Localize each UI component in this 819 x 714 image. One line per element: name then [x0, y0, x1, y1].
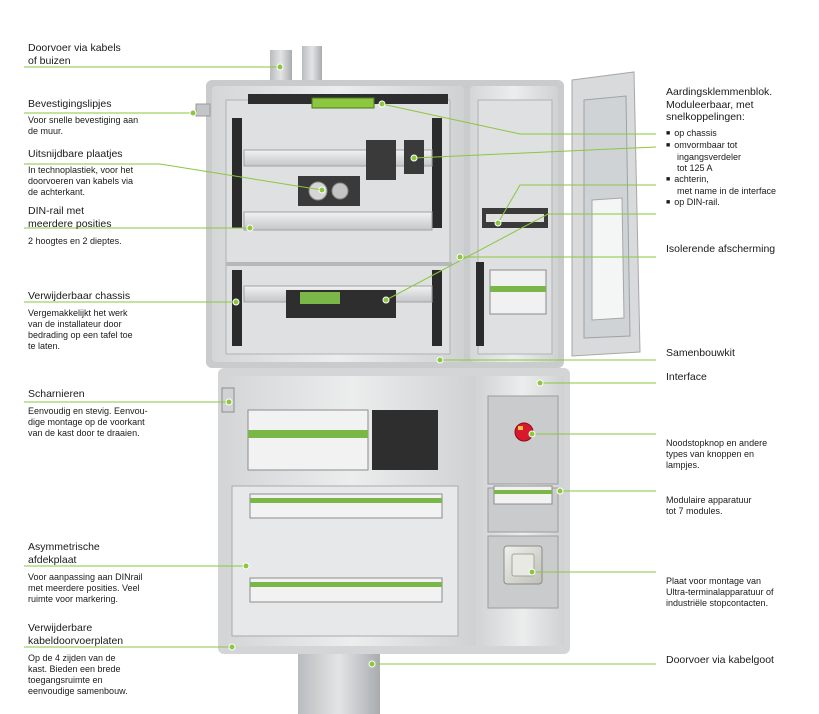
knockout-plate: [298, 176, 360, 206]
kabeldoorvoer-desc1: Op de 4 zijden van de: [28, 653, 116, 663]
noodstop-line3: lampjes.: [666, 460, 700, 470]
aarding-title3: snelkoppelingen:: [666, 111, 745, 123]
din-rail-desc1: 2 hoogtes en 2 dieptes.: [28, 236, 122, 246]
label-interface: Interface: [666, 371, 707, 383]
label-doorvoer-kabels-line2: of buizen: [28, 54, 71, 67]
breakers-row-bottom: [249, 577, 443, 603]
modulaire-line2: tot 7 modules.: [666, 506, 723, 516]
bottom-trunking: [298, 645, 380, 714]
aarding-item-achterin-2: met name in de interface: [677, 185, 777, 196]
breakers-row-mid: [249, 493, 443, 519]
bevestigingslipjes-desc2: de muur.: [28, 125, 64, 136]
label-kabelgoot: Doorvoer via kabelgoot: [666, 654, 774, 666]
kabeldoorvoer-desc3: toegangsruimte en: [28, 675, 103, 685]
leader-lines: [24, 66, 657, 665]
scharnieren-title: Scharnieren: [28, 388, 85, 400]
aarding-item-achterin: achterin,: [666, 174, 776, 186]
asym-desc3: ruimte voor markering.: [28, 594, 119, 604]
bevestigingslipjes-desc1: Voor snelle bevestiging aan: [28, 114, 139, 125]
label-doorvoer-kabels-line1: Doorvoer via kabels: [28, 42, 121, 54]
asym-title1: Asymmetrische: [28, 541, 100, 553]
kabeldoorvoer-title2: kabeldoorvoerplaten: [28, 634, 124, 647]
label-isolerende: Isolerende afscherming: [666, 243, 776, 255]
leader-dots: [189, 63, 564, 668]
label-samenbouwkit: Samenbouwkit: [666, 347, 735, 359]
chassis-desc2: van de installateur door: [28, 318, 122, 329]
label-kabeldoorvoer: Verwijderbare kabeldoorvoerplaten Op de …: [28, 622, 128, 697]
plaat-line1: Plaat voor montage van: [666, 576, 762, 586]
label-uitsnijdbare: Uitsnijdbare plaatjes In technoplastiek,…: [28, 148, 133, 198]
kabeldoorvoer-title1: Verwijderbare: [28, 622, 93, 634]
asym-title2: afdekplaat: [28, 553, 77, 566]
label-aarding: Aardingsklemmenblok. Moduleerbaar, met s…: [666, 86, 776, 209]
chassis-desc3: bedrading op een tafel toe: [28, 329, 133, 340]
din-rail-title2: meerdere posities: [28, 217, 112, 230]
chassis-desc4: te laten.: [28, 340, 61, 351]
label-scharnieren: Scharnieren Eenvoudig en stevig. Eenvou-…: [28, 388, 148, 439]
label-plaat: Plaat voor montage van Ultra-terminalapp…: [666, 576, 774, 609]
kabeldoorvoer-desc4: eenvoudige samenbouw.: [28, 686, 128, 696]
modular-devices: [493, 485, 553, 505]
modulaire-line1: Modulaire apparatuur: [666, 495, 752, 505]
uitsnijdbare-title: Uitsnijdbare plaatjes: [28, 148, 123, 160]
breakers-upper-right: [489, 269, 547, 315]
aarding-item-chassis: op chassis: [666, 128, 776, 140]
label-chassis: Verwijderbaar chassis Vergemakkelijkt he…: [28, 290, 133, 352]
aarding-item-omvormbaar-2: ingangsverdeler: [677, 151, 742, 162]
aarding-item-omvormbaar: omvormbaar tot: [666, 140, 776, 152]
asym-desc2: met meerdere posities. Veel: [28, 583, 140, 593]
asym-desc1: Voor aanpassing aan DINrail: [28, 572, 143, 582]
noodstop-line2: types van knoppen en: [666, 449, 755, 459]
noodstop-line1: Noodstopknop en andere: [666, 438, 768, 448]
aarding-list: op chassis omvormbaar tot ingangsverdele…: [666, 128, 776, 209]
uitsnijdbare-desc3: de achterkant.: [28, 186, 86, 197]
bevestigingslipjes-title: Bevestigingslipjes: [28, 98, 112, 110]
scharnieren-desc3: van de kast door te draaien.: [28, 427, 140, 438]
kabeldoorvoer-desc2: kast. Bieden een brede: [28, 664, 121, 674]
scharnieren-desc1: Eenvoudig en stevig. Eenvou-: [28, 405, 148, 416]
chassis-desc1: Vergemakkelijkt het werk: [28, 307, 128, 318]
aarding-title2: Moduleerbaar, met: [666, 98, 754, 111]
label-modulaire: Modulaire apparatuur tot 7 modules.: [666, 495, 752, 517]
uitsnijdbare-desc1: In technoplastiek, voor het: [28, 164, 134, 175]
din-rail-middle: [243, 211, 433, 231]
uitsnijdbare-desc2: doorvoeren van kabels via: [28, 175, 134, 186]
aarding-item-omvormbaar-3: tot 125 A: [677, 162, 713, 173]
din-rail-title1: DIN-rail met: [28, 205, 85, 217]
plaat-line2: Ultra-terminalapparatuur of: [666, 587, 774, 597]
scharnieren-desc2: dige montage op de voorkant: [28, 416, 145, 427]
breakers-row-top: [247, 409, 438, 471]
aarding-title1: Aardingsklemmenblok.: [666, 86, 773, 98]
label-noodstop: Noodstopknop en andere types van knoppen…: [666, 438, 767, 471]
plaat-line3: industriële stopcontacten.: [666, 598, 769, 608]
din-rail-upper: [243, 149, 433, 167]
label-doorvoer-kabels: Doorvoer via kabels of buizen: [28, 42, 121, 67]
top-conduit-pipe-2: [302, 46, 322, 90]
label-bevestigingslipjes: Bevestigingslipjes Voor snelle bevestigi…: [28, 98, 138, 137]
chassis-title: Verwijderbaar chassis: [28, 290, 131, 302]
aarding-item-din-rail: op DIN-rail.: [666, 197, 776, 209]
label-din-rail: DIN-rail met meerdere posities 2 hoogtes…: [28, 205, 122, 247]
label-asym: Asymmetrische afdekplaat Voor aanpassing…: [28, 541, 143, 605]
